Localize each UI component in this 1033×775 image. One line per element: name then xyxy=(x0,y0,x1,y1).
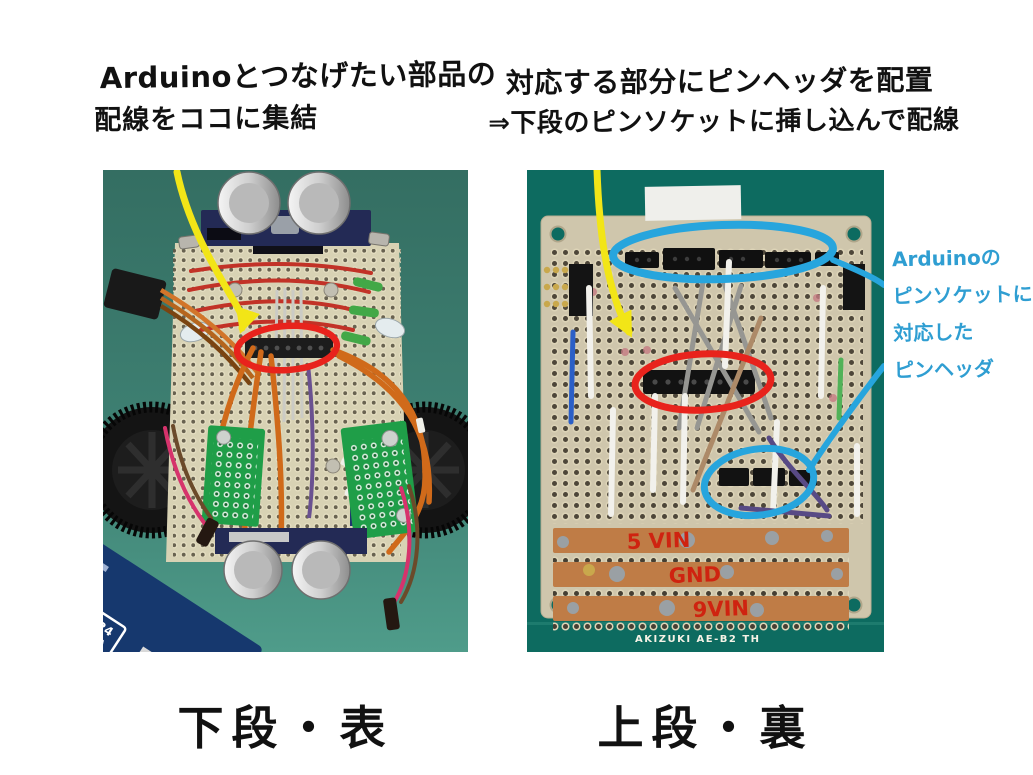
rail-5v-label: 5 VIN xyxy=(626,528,690,554)
copper-rail-5v: 5 VIN xyxy=(553,528,849,554)
caption-right: 上段・裏 xyxy=(597,701,814,755)
blue-connector-line-bottom xyxy=(806,363,884,473)
rail-9v-label: 9VIN xyxy=(692,596,749,622)
note-left-line2: 配線をココに集結 xyxy=(94,102,319,137)
green-bracket-right xyxy=(340,420,420,540)
red-circle-annotation xyxy=(631,350,775,414)
note-right-line2: ⇒下段のピンソケットに挿し込んで配線 xyxy=(488,105,960,139)
side-note-line4: ピンヘッダ xyxy=(893,356,995,383)
wire-connector-right xyxy=(383,597,400,631)
pink-wires xyxy=(163,424,420,606)
standoff-right xyxy=(368,231,390,247)
purple-wire xyxy=(306,364,315,519)
pin-socket-center xyxy=(245,338,333,358)
photo-robot-front: UNO R4 MINIMA xyxy=(103,170,468,652)
note-right: 対応する部分にピンヘッダを配置 ⇒下段のピンソケットに挿し込んで配線 xyxy=(488,63,960,139)
red-circle-annotation xyxy=(233,322,341,374)
white-tape xyxy=(644,185,742,221)
yellow-arrow-annotation xyxy=(593,170,633,338)
wire-connector-left xyxy=(196,517,219,547)
rail-gnd-label: GND xyxy=(668,562,721,588)
yellow-arrow-annotation xyxy=(173,170,260,334)
note-left-line1: Arduinoとつなげたい部品の xyxy=(99,56,497,96)
side-note-line1: Arduinoの xyxy=(891,245,1001,272)
note-left: Arduinoとつなげたい部品の 配線をココに集結 xyxy=(94,56,497,136)
ultrasonic-sensor-rear xyxy=(215,528,367,600)
blue-circle-annotation-top xyxy=(609,220,837,284)
green-components xyxy=(341,277,383,346)
copper-rail-9v: 9VIN xyxy=(553,596,849,622)
arduino-uno-r4-minima: UNO R4 MINIMA xyxy=(103,523,262,652)
caption-left: 下段・表 xyxy=(177,701,394,755)
photo-perfboard-back: 5 VIN GND 9VIN AKIZUKI AE-B2 TH xyxy=(527,170,884,652)
copper-rail-gnd: GND xyxy=(553,562,849,588)
board-silkscreen: AKIZUKI AE-B2 TH xyxy=(635,634,761,645)
blue-connector-line-top xyxy=(830,257,884,288)
note-right-line1: 対応する部分にピンヘッダを配置 xyxy=(505,63,934,100)
ultrasonic-sensor-front xyxy=(201,171,371,254)
pin-header-row-top xyxy=(625,248,839,270)
side-note-blue: Arduinoの ピンソケットに 対応した ピンヘッダ xyxy=(892,239,1033,389)
right-edge-header xyxy=(843,264,865,310)
side-note-line3: 対応した xyxy=(893,319,974,346)
clear-led-right xyxy=(374,317,406,339)
side-note-line2: ピンソケットに xyxy=(892,281,1033,309)
blue-circle-annotation-bottom xyxy=(700,444,818,520)
green-bracket-left xyxy=(201,425,266,527)
